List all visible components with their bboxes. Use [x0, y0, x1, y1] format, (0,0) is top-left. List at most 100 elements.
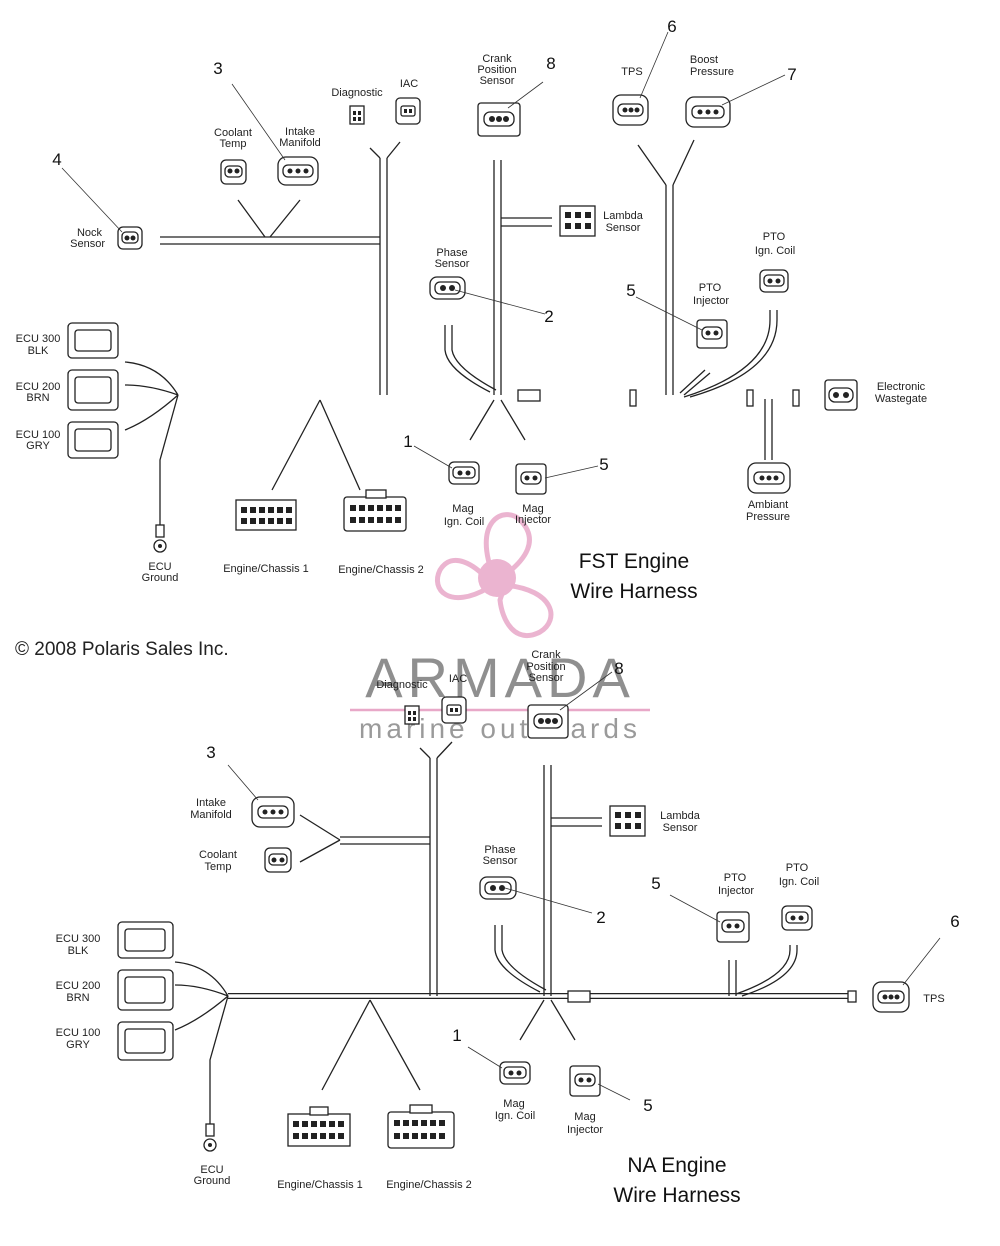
fst-label-ecu100-2: GRY: [26, 440, 50, 452]
fst-label-chassis1: Engine/Chassis 1: [223, 563, 309, 575]
fst-mag-coil-connector: [448, 461, 480, 485]
na-label-intake-1: Intake: [196, 797, 226, 809]
fst-ecu200-connector: [67, 369, 119, 411]
fst-label-chassis2: Engine/Chassis 2: [338, 564, 424, 576]
fst-label-diagnostic: Diagnostic: [331, 87, 383, 99]
na-label-ecu100-1: ECU 100: [56, 1027, 101, 1039]
fst-branch-diag: [379, 158, 388, 395]
na-chassis2-connector: [387, 1104, 455, 1149]
fst-label-ecu-ground-2: Ground: [142, 572, 179, 584]
fst-label-boost-1: Boost: [690, 54, 718, 66]
fst-label-phase-2: Sensor: [435, 258, 470, 270]
na-label-intake-2: Manifold: [190, 809, 232, 821]
na-ecu200-connector: [117, 969, 174, 1011]
na-label-mag-inj-1: Mag: [574, 1111, 595, 1123]
fst-label-pto-coil-2: Ign. Coil: [755, 245, 795, 257]
fst-callout-7: 7: [787, 65, 796, 84]
na-mag-coil-connector: [499, 1061, 531, 1085]
na-label-crank-3: Sensor: [529, 672, 564, 684]
fst-chassis2-connector: [343, 489, 407, 532]
fst-label-boost-2: Pressure: [690, 66, 734, 78]
fst-label-mag-coil-1: Mag: [452, 503, 473, 515]
na-mag-injector-connector: [569, 1065, 601, 1097]
fst-label-ambient-2: Pressure: [746, 511, 790, 523]
fst-label-intake-1: Intake: [285, 126, 315, 138]
fst-ambient-pressure-connector: [747, 462, 791, 494]
fst-label-nock-1: Nock: [77, 227, 103, 239]
watermark-tagline: marine outboards: [359, 713, 641, 744]
fst-label-tps: TPS: [621, 66, 642, 78]
na-label-phase-2: Sensor: [483, 855, 518, 867]
na-title-line1: NA Engine: [627, 1154, 726, 1177]
fst-callout-3: 3: [213, 59, 222, 78]
na-intake-manifold-connector: [251, 796, 295, 828]
na-callout-6: 6: [950, 912, 959, 931]
fst-callout-4: 4: [52, 150, 61, 169]
fst-crank-sensor-connector: [477, 102, 521, 137]
fst-label-intake-2: Manifold: [279, 137, 321, 149]
fst-title-line2: Wire Harness: [570, 580, 697, 603]
na-phase-sensor-connector: [479, 876, 517, 900]
fst-label-crank-3: Sensor: [480, 75, 515, 87]
fst-label-ecu200-2: BRN: [26, 392, 49, 404]
fst-label-ecu200-1: ECU 200: [16, 381, 61, 393]
na-callout-8: 8: [614, 659, 623, 678]
na-label-pto-coil-2: Ign. Coil: [779, 876, 819, 888]
fst-wastegate-connector: [824, 379, 858, 411]
fst-chassis1-connector: [235, 499, 297, 531]
fst-pto-injector-connector: [696, 319, 728, 349]
na-label-phase-1: Phase: [484, 844, 515, 856]
na-label-pto-inj-1: PTO: [724, 872, 747, 884]
fst-callout-5b: 5: [599, 455, 608, 474]
na-callout-5a: 5: [651, 874, 660, 893]
fst-tps-connector: [612, 94, 649, 126]
na-harness: Diagnostic IAC Crank Position Sensor Int…: [56, 649, 960, 1207]
fst-callout-2: 2: [544, 307, 553, 326]
na-label-lambda-1: Lambda: [660, 810, 701, 822]
na-label-mag-coil-2: Ign. Coil: [495, 1110, 535, 1122]
na-label-coolant-1: Coolant: [199, 849, 237, 861]
na-label-diagnostic: Diagnostic: [376, 679, 428, 691]
fst-label-pto-coil-1: PTO: [763, 231, 786, 243]
fst-callout-5a: 5: [626, 281, 635, 300]
na-label-ecu100-2: GRY: [66, 1039, 90, 1051]
na-pto-coil-connector: [781, 905, 813, 931]
fst-pto-coil-connector: [759, 269, 789, 293]
na-label-crank-1: Crank: [531, 649, 561, 661]
na-label-ecu300-2: BLK: [68, 945, 89, 957]
na-label-mag-inj-2: Injector: [567, 1124, 603, 1136]
na-title-line2: Wire Harness: [613, 1184, 740, 1207]
fst-callout-6: 6: [667, 17, 676, 36]
fst-callout-1: 1: [403, 432, 412, 451]
na-iac-connector: [441, 696, 467, 724]
na-callout-1: 1: [452, 1026, 461, 1045]
fst-label-ambient-1: Ambiant: [748, 499, 788, 511]
na-label-lambda-2: Sensor: [663, 822, 698, 834]
armada-watermark: ARMADA marine outboards: [350, 512, 650, 744]
fst-label-ecu300-1: ECU 300: [16, 333, 61, 345]
fst-label-coolant-2: Temp: [220, 138, 247, 150]
fst-harness: Diagnostic IAC Crank Position Sensor TPS…: [16, 17, 927, 603]
na-lambda-sensor-connector: [609, 805, 646, 837]
fst-title-line1: FST Engine: [579, 550, 690, 573]
na-ecu-ground-terminal: [203, 1123, 217, 1152]
fst-label-mag-coil-2: Ign. Coil: [444, 516, 484, 528]
fst-diagnostic-connector: [349, 105, 365, 125]
na-label-crank-2: Position: [526, 661, 565, 673]
fst-label-lambda-2: Sensor: [606, 222, 641, 234]
na-label-ecu-ground-1: ECU: [200, 1164, 223, 1176]
na-label-chassis1: Engine/Chassis 1: [277, 1179, 363, 1191]
fst-phase-sensor-connector: [429, 276, 466, 300]
fst-label-pto-inj-1: PTO: [699, 282, 722, 294]
na-callout-5b: 5: [643, 1096, 652, 1115]
na-chassis1-connector: [287, 1106, 351, 1147]
na-label-pto-inj-2: Injector: [718, 885, 754, 897]
fst-label-crank-1: Crank: [482, 53, 512, 65]
fst-iac-connector: [395, 97, 421, 125]
fst-boost-pressure-connector: [685, 96, 731, 128]
na-diagnostic-connector: [404, 705, 420, 725]
na-label-ecu-ground-2: Ground: [194, 1175, 231, 1187]
fst-label-ecu-ground-1: ECU: [148, 561, 171, 573]
fst-ecu100-connector: [67, 421, 119, 459]
